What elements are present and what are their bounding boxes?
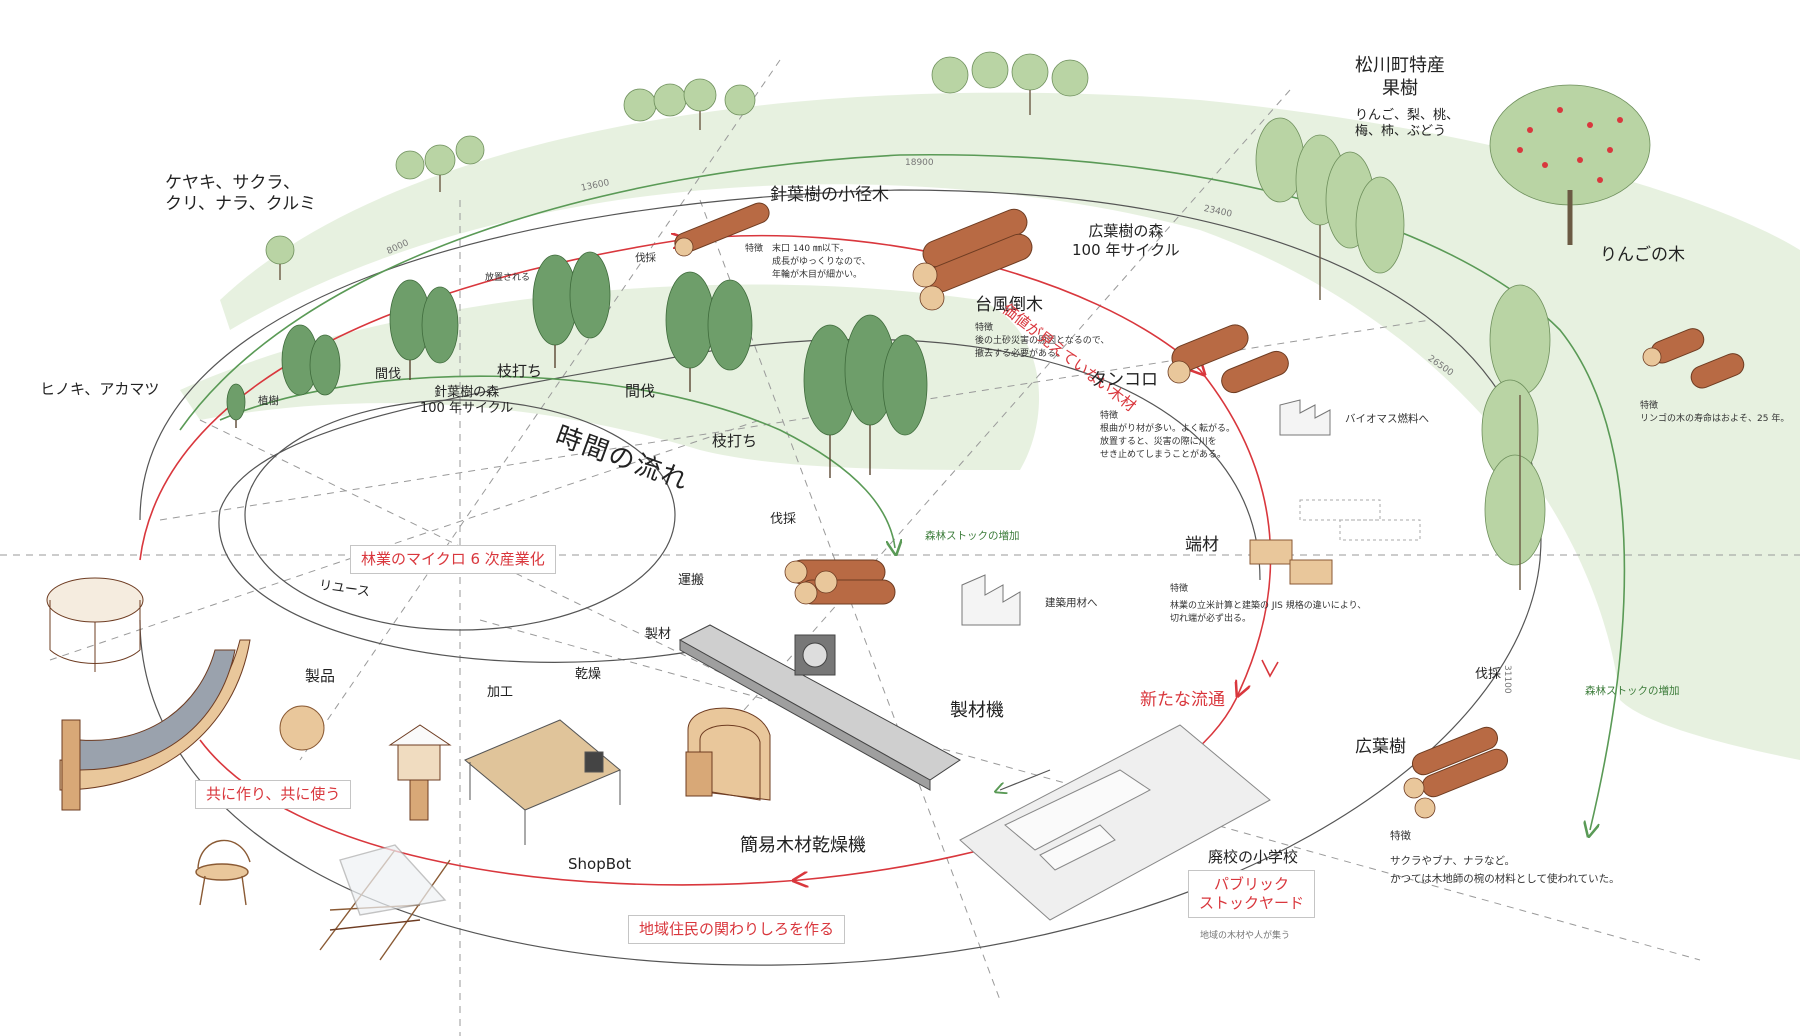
label-drying: 乾燥 bbox=[575, 667, 602, 682]
label-forest-stock-increase-inner: 森林ストックの増加 bbox=[925, 530, 1020, 542]
label-feature-tag: 特徴 bbox=[1640, 401, 1659, 411]
conifer-trunks bbox=[235, 345, 871, 478]
label-new-distribution: 新たな流通 bbox=[1140, 690, 1225, 710]
broadleaf-feature-text: サクラやブナ、ナラなど。 かつては木地師の椀の材料として使われていた。 bbox=[1390, 855, 1620, 885]
apple-tree-illustration bbox=[1489, 84, 1651, 245]
label-feature-tag: 特徴 bbox=[745, 244, 764, 254]
conifer-trees bbox=[226, 251, 928, 436]
label-feature-tag: 特徴 bbox=[1100, 411, 1119, 421]
label-left-unattended: 放置される bbox=[485, 273, 531, 283]
inner-green-arrow bbox=[219, 375, 895, 548]
apple-feature-text: リンゴの木の寿命はおよそ、25 年。 bbox=[1640, 414, 1790, 424]
distance-18900: 18900 bbox=[905, 158, 934, 168]
sawmill-illustration bbox=[678, 624, 961, 791]
label-offcuts: 端材 bbox=[1185, 535, 1219, 555]
broadleaf-trees bbox=[265, 51, 1551, 566]
label-tankoro: タンコロ bbox=[1090, 370, 1158, 390]
log-ends bbox=[674, 237, 1662, 819]
loom-illustration bbox=[319, 844, 451, 961]
outer-green-arrow bbox=[179, 153, 1626, 830]
shrine-illustration bbox=[388, 724, 452, 821]
school-illustration bbox=[959, 724, 1271, 921]
typhoon-feature-text: 後の土砂災害の原因となるので、 撤去する必要がある。 bbox=[975, 336, 1110, 360]
red-flow-line bbox=[139, 236, 1272, 885]
distance-31100: 31100 bbox=[1502, 665, 1512, 694]
label-pruning-2: 枝打ち bbox=[712, 432, 758, 450]
label-thinning-2: 間伐 bbox=[625, 382, 656, 400]
label-feature-tag: 特徴 bbox=[1170, 584, 1189, 594]
label-to-biomass: バイオマス燃料へ bbox=[1345, 413, 1429, 425]
label-to-building-material: 建築用材へ bbox=[1045, 597, 1098, 609]
product-sphere-illustration bbox=[279, 705, 325, 751]
label-conifer-small-diameter: 針葉樹の小径木 bbox=[770, 185, 889, 205]
label-shopbot: ShopBot bbox=[568, 855, 632, 873]
label-felling-2: 伐採 bbox=[770, 512, 797, 527]
label-broadleaf-tree: 広葉樹 bbox=[1355, 737, 1406, 757]
label-public-stockyard: パブリック ストックヤード bbox=[1188, 870, 1316, 918]
chair-illustration bbox=[195, 839, 251, 906]
kiln-illustration bbox=[685, 707, 771, 801]
outer-ellipse bbox=[139, 189, 1542, 966]
label-gathering-wood-people: 地域の木材や人が集う bbox=[1200, 931, 1291, 941]
label-thinning-1: 間伐 bbox=[375, 367, 402, 382]
label-felling-3: 伐採 bbox=[1475, 667, 1502, 682]
log-illustrations bbox=[674, 202, 1745, 798]
bench-illustration bbox=[59, 639, 251, 811]
label-keyaki-species: ケヤキ、サクラ、 クリ、ナラ、クルミ bbox=[165, 173, 317, 215]
label-planting: 植樹 bbox=[258, 395, 279, 407]
factory-icons bbox=[961, 399, 1331, 626]
label-typhoon-fallen: 台風倒木 bbox=[975, 295, 1043, 315]
label-apple-tree: りんごの木 bbox=[1600, 245, 1685, 265]
label-closed-school: 廃校の小学校 bbox=[1208, 848, 1299, 866]
label-micro-6th-industry: 林業のマイクロ 6 次産業化 bbox=[350, 545, 556, 574]
label-make-together: 共に作り、共に使う bbox=[195, 780, 352, 809]
label-pruning-1: 枝打ち bbox=[497, 362, 543, 380]
label-transport: 運搬 bbox=[678, 573, 705, 588]
label-sawmill: 製材機 bbox=[950, 700, 1004, 721]
label-broadleaf-forest-cycle: 広葉樹の森 100 年サイクル bbox=[1072, 222, 1180, 259]
outer-green-band bbox=[220, 92, 1800, 761]
conifer-small-feature-text: 末口 140 ㎜以下。 成長がゆっくりなので、 年輪が木目が細かい。 bbox=[772, 244, 871, 281]
label-sawing: 製材 bbox=[645, 627, 672, 642]
label-products: 製品 bbox=[305, 667, 336, 685]
shopbot-illustration bbox=[464, 719, 621, 845]
label-fruit-list: りんご、梨、桃、 梅、柿、ぶどう bbox=[1355, 108, 1460, 140]
school-flow-arrow bbox=[1000, 769, 1051, 790]
label-feature-tag: 特徴 bbox=[1390, 830, 1411, 842]
label-feature-tag: 特徴 bbox=[975, 323, 994, 333]
offcut-blocks bbox=[1249, 499, 1421, 585]
label-conifer-forest-cycle: 針葉樹の森 100 年サイクル bbox=[420, 385, 514, 417]
red-arrow-right bbox=[1261, 659, 1279, 678]
label-community-involvement: 地域住民の関わりしろを作る bbox=[628, 915, 846, 944]
broadleaf-trunks bbox=[279, 90, 1521, 590]
label-simple-kiln: 簡易木材乾燥機 bbox=[740, 835, 866, 856]
label-matsukawa-fruit: 松川町特産 果樹 bbox=[1355, 55, 1445, 99]
label-felling-1: 伐採 bbox=[635, 252, 656, 264]
label-processing: 加工 bbox=[487, 685, 514, 700]
label-forest-stock-increase-outer: 森林ストックの増加 bbox=[1585, 685, 1680, 697]
label-hinoki-species: ヒノキ、アカマツ bbox=[40, 380, 160, 398]
offcuts-feature-text: 林業の立米計算と建築の JIS 規格の違いにより、 切れ端が必ず出る。 bbox=[1170, 601, 1367, 625]
dome-frame-illustration bbox=[46, 577, 144, 672]
tankoro-feature-text: 根曲がり材が多い。よく転がる。 放置すると、災害の際に川を せき止めてしまうこと… bbox=[1100, 424, 1236, 461]
